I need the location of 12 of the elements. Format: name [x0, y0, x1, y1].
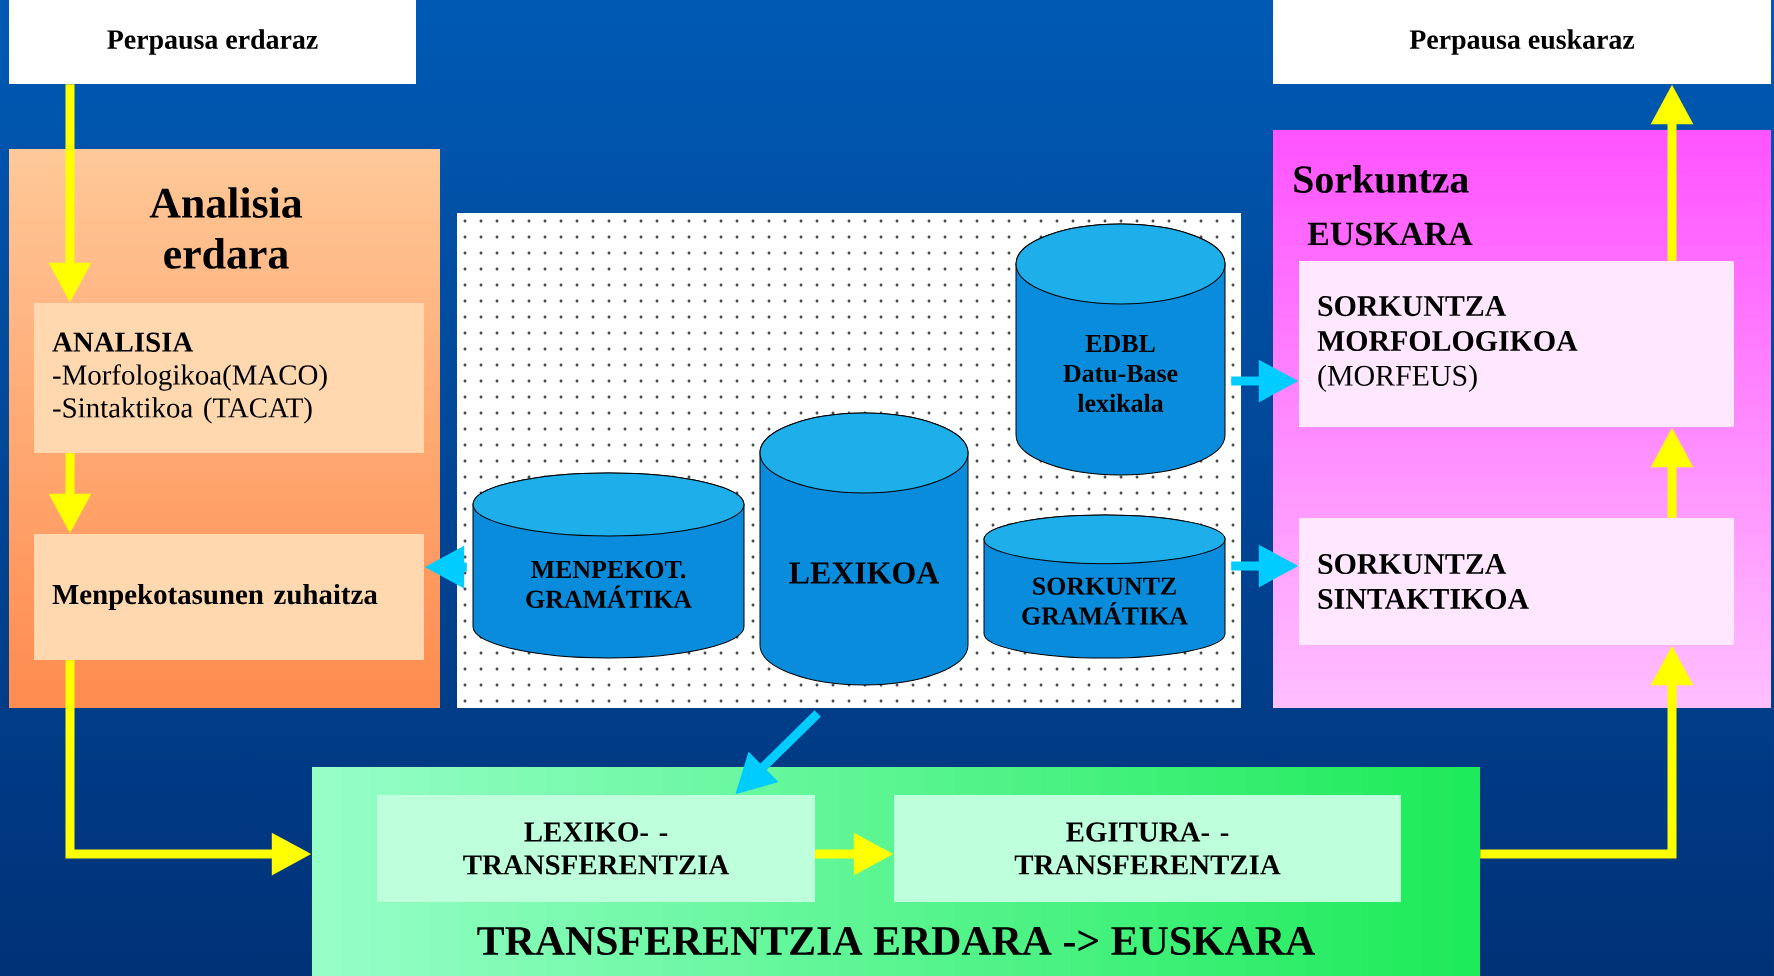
database-cylinder: EDBL Datu-Base lexikala	[1015, 223, 1226, 476]
database-cylinder: SORKUNTZ GRAMÁTIKA	[983, 514, 1226, 659]
sentence-box: Perpausa euskaraz	[1273, 0, 1771, 84]
process-box: SORKUNTZA SINTAKTIKOA	[1299, 518, 1734, 645]
process-box: SORKUNTZA MORFOLOGIKOA (MORFEUS)	[1299, 261, 1734, 427]
process-box: LEXIKO- -TRANSFERENTZIA	[377, 795, 815, 902]
process-box: ANALISIA -Morfologikoa(MACO) -Sintaktikoa (TACAT)	[34, 303, 424, 453]
process-box: Menpekotasunen zuhaitza	[34, 534, 424, 660]
database-cylinder: LEXIKOA	[759, 412, 969, 686]
database-cylinder: MENPEKOT. GRAMÁTIKA	[472, 472, 745, 659]
process-box: EGITURA- -TRANSFERENTZIA	[894, 795, 1401, 902]
sentence-box: Perpausa erdaraz	[9, 0, 416, 84]
